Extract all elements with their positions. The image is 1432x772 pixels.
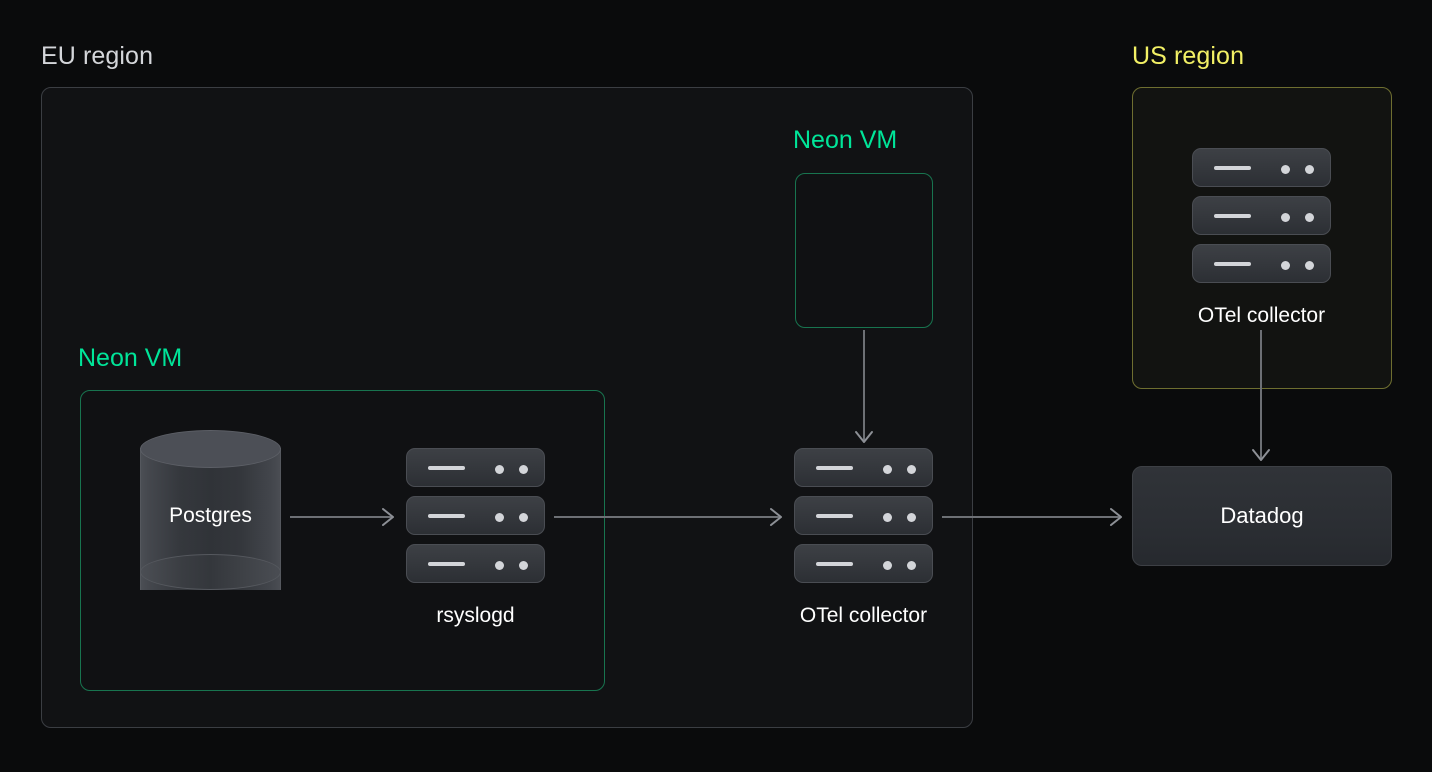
rsyslogd-server-stack[interactable] (406, 448, 545, 592)
otel-collector-us-server-stack[interactable] (1192, 148, 1331, 292)
server-unit-icon (1192, 148, 1331, 187)
rsyslogd-label: rsyslogd (436, 604, 515, 627)
eu-region-label: EU region (41, 42, 154, 70)
server-unit-icon (794, 544, 933, 583)
server-led-icon (495, 465, 504, 474)
server-unit-icon (794, 496, 933, 535)
postgres-node[interactable]: Postgres (140, 430, 281, 608)
server-unit-icon (406, 544, 545, 583)
server-unit-icon (406, 448, 545, 487)
server-led-icon (1281, 213, 1290, 222)
server-led-icon (1281, 261, 1290, 270)
server-unit-icon (794, 448, 933, 487)
cylinder-top-cap (140, 430, 281, 468)
otel-collector-eu-server-stack[interactable] (794, 448, 933, 592)
server-dash-icon (816, 562, 853, 566)
server-led-icon (907, 561, 916, 570)
server-led-icon (1305, 213, 1314, 222)
server-unit-icon (1192, 196, 1331, 235)
server-led-icon (1305, 261, 1314, 270)
server-led-icon (495, 513, 504, 522)
server-dash-icon (1214, 166, 1251, 170)
server-led-icon (907, 465, 916, 474)
server-led-icon (1305, 165, 1314, 174)
server-dash-icon (816, 514, 853, 518)
vm-upper-label: Neon VM (793, 126, 898, 154)
server-dash-icon (428, 466, 465, 470)
otel-collector-eu-label: OTel collector (799, 604, 928, 627)
server-led-icon (1281, 165, 1290, 174)
datadog-label: Datadog (1220, 503, 1304, 528)
vm-upper-container (795, 173, 933, 328)
postgres-label: Postgres (169, 504, 252, 527)
server-unit-icon (1192, 244, 1331, 283)
otel-collector-us-label: OTel collector (1197, 304, 1326, 327)
server-dash-icon (428, 562, 465, 566)
server-led-icon (883, 513, 892, 522)
datadog-node[interactable]: Datadog (1132, 466, 1392, 566)
cylinder-bottom-cap (140, 554, 281, 590)
server-led-icon (519, 465, 528, 474)
server-led-icon (883, 561, 892, 570)
server-led-icon (883, 465, 892, 474)
server-dash-icon (428, 514, 465, 518)
server-led-icon (519, 561, 528, 570)
server-dash-icon (1214, 262, 1251, 266)
server-dash-icon (1214, 214, 1251, 218)
server-led-icon (519, 513, 528, 522)
server-led-icon (495, 561, 504, 570)
vm-lower-label: Neon VM (78, 344, 183, 372)
us-region-label: US region (1132, 42, 1245, 70)
us-region-container (1132, 87, 1392, 389)
server-led-icon (907, 513, 916, 522)
server-dash-icon (816, 466, 853, 470)
server-unit-icon (406, 496, 545, 535)
